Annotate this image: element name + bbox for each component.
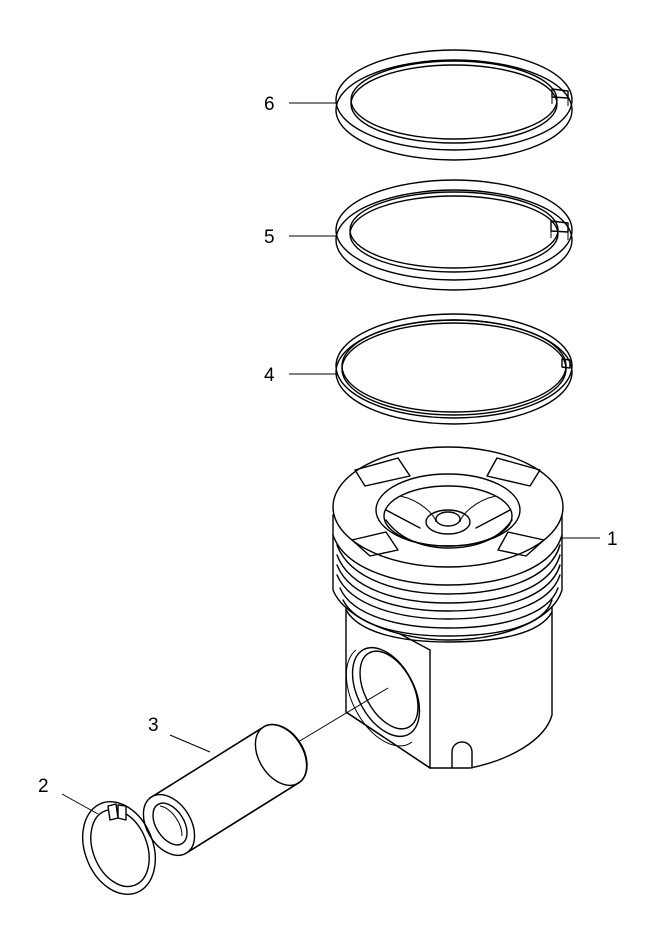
ring-6-top-ring — [335, 49, 573, 161]
callout-1: 1 — [607, 529, 618, 550]
part-1-piston — [332, 446, 564, 769]
callout-6: 6 — [264, 94, 275, 115]
part-2-snap-ring — [82, 801, 156, 895]
callout-5: 5 — [264, 227, 275, 248]
leader-line-2 — [61, 793, 99, 815]
part-3-piston-pin — [142, 723, 308, 857]
callout-2: 2 — [38, 776, 49, 797]
callout-3: 3 — [148, 715, 159, 736]
leader-line-3 — [169, 734, 211, 753]
leader-line-pin-axis — [297, 687, 389, 743]
ring-4-oil-ring — [335, 313, 573, 425]
leader-lines — [61, 102, 600, 815]
ring-5-second-ring — [335, 179, 573, 291]
callout-4: 4 — [264, 365, 275, 386]
